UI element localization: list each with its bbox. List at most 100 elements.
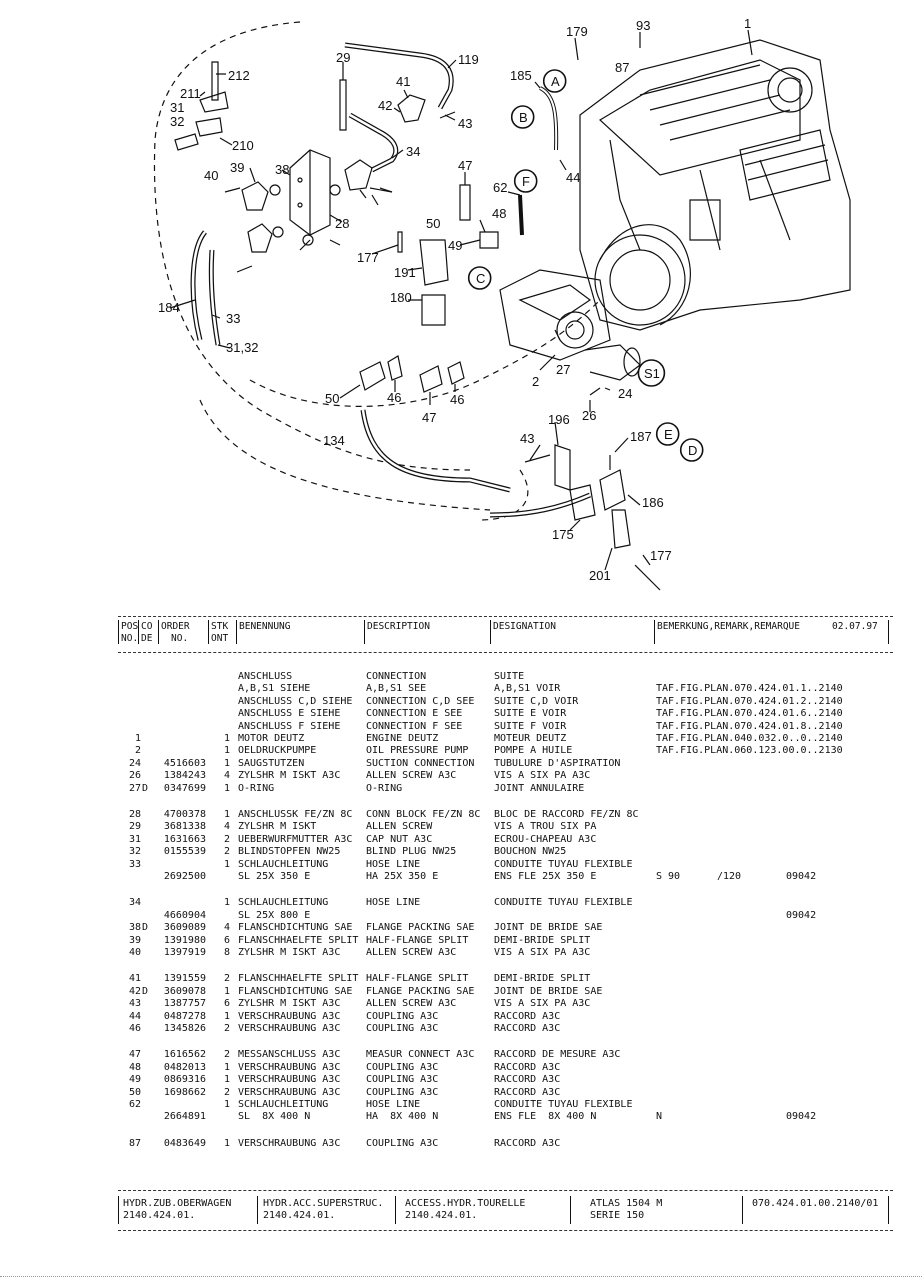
callout-circle	[510, 105, 535, 129]
cell-fr: A,B,S1 VOIR	[494, 683, 561, 695]
cell-qty: 2	[224, 1086, 231, 1098]
cell-order: 0155539	[163, 846, 206, 858]
cell-de: MESSANSCHLUSS A3C	[238, 1049, 341, 1061]
cell-fr: JOINT DE BRIDE SAE	[494, 922, 603, 934]
cell-fr: DEMI-BRIDE SPLIT	[494, 934, 591, 946]
cell-pos: 87	[128, 1137, 141, 1149]
col-header-benennung: BENENNUNG	[239, 621, 291, 632]
cell-en: CONN BLOCK FE/ZN 8C	[366, 809, 481, 820]
part-callout-label: 47	[458, 158, 472, 173]
cell-en: ALLEN SCREW A3C	[366, 770, 457, 782]
cell-order: 3609078	[163, 985, 206, 997]
cell-pos: 1	[134, 733, 141, 744]
cell-en: SUCTION CONNECTION	[366, 757, 475, 769]
cell-en: HA 8X 400 N	[366, 1111, 439, 1123]
cell-fr: CONDUITE TUYAU FLEXIBLE	[494, 897, 633, 909]
part-callout-label: 184	[158, 300, 180, 315]
callout-circle	[637, 359, 666, 387]
connection-callout-label: C	[476, 271, 485, 286]
cell-order: 1391980	[163, 934, 206, 946]
cell-qty: 1	[224, 1099, 231, 1110]
cell-pos: 42	[128, 985, 141, 997]
cell-order: 3681338	[163, 821, 206, 833]
flange-39c	[247, 223, 273, 253]
cell-rem2: /120	[717, 871, 742, 882]
cell-pos: 41	[128, 973, 141, 985]
header-top-rule	[118, 616, 893, 617]
cell-fr: RACCORD A3C	[494, 1074, 561, 1086]
part-callout-label: 1	[744, 16, 751, 31]
cell-en: ALLEN SCREW A3C	[366, 947, 457, 958]
cell-de: ANSCHLUSSK FE/ZN 8C	[238, 809, 353, 820]
cell-en: COUPLING A3C	[366, 1010, 439, 1022]
cell-rem: TAF.FIG.PLAN.070.424.01.6..2140	[656, 708, 843, 720]
cell-de: A,B,S1 SIEHE	[238, 683, 311, 695]
part-callout-label: 41	[396, 74, 410, 89]
part-callout-label: 29	[336, 50, 350, 65]
cell-en: CONNECTION	[366, 671, 427, 682]
cell-en: COUPLING A3C	[366, 1086, 439, 1098]
cell-pos: 32	[128, 846, 141, 858]
cell-order: 1397919	[163, 947, 206, 958]
cell-order: 4700378	[163, 809, 206, 820]
cell-order: 1631663	[163, 833, 206, 845]
dashed-boundary-loop	[153, 21, 529, 521]
connection-callout-label: A	[551, 74, 560, 89]
cell-en: COUPLING A3C	[366, 1074, 439, 1086]
cell-qty: 4	[224, 922, 231, 934]
cell-qty: 1	[224, 1010, 231, 1022]
cell-rem: S 90	[656, 871, 681, 882]
cell-de: FLANSCHHAELFTE SPLIT	[238, 973, 359, 985]
cell-pos: 29	[128, 821, 141, 833]
header-left-bar	[118, 620, 119, 644]
header-bottom-rule	[118, 652, 893, 653]
cell-de: O-RING	[238, 782, 275, 794]
cell-rem3: 09042	[786, 871, 817, 882]
part-callout-label: 43	[520, 431, 534, 446]
part-callout-label: 50	[325, 391, 339, 406]
cell-qty: 1	[224, 809, 231, 820]
cell-order: 3609089	[163, 922, 206, 934]
cell-fr: CONDUITE TUYAU FLEXIBLE	[494, 858, 633, 870]
cell-fr: BOUCHON NW25	[494, 846, 567, 858]
part-callout-label: 201	[589, 568, 611, 583]
part-callout-label: 44	[566, 170, 580, 185]
part-callout-label: 187	[630, 429, 652, 444]
connection-callout-label: E	[664, 427, 673, 442]
cell-fr: VIS A TROU SIX PA	[494, 821, 597, 833]
catalog-date: 02.07.97	[832, 621, 878, 632]
cell-de: ANSCHLUSS	[238, 671, 293, 682]
cell-fr: VIS A SIX PA A3C	[494, 998, 591, 1010]
part-callout-label: 48	[492, 206, 506, 221]
cell-de: VERSCHRAUBUNG A3C	[238, 1086, 341, 1098]
cell-pos: 62	[128, 1099, 141, 1110]
cell-pos: 50	[128, 1086, 141, 1098]
cell-fr: DEMI-BRIDE SPLIT	[494, 973, 591, 985]
cell-qty: 8	[224, 947, 231, 958]
cell-fr: VIS A SIX PA A3C	[494, 947, 591, 958]
cell-de: SAUGSTUTZEN	[238, 757, 305, 769]
cell-co: D	[142, 922, 149, 934]
cell-en: O-RING	[366, 782, 403, 794]
cell-de: ZYLSHR M ISKT A3C	[238, 770, 341, 782]
part-callout-label: 42	[378, 98, 392, 113]
cell-qty: 2	[224, 833, 231, 845]
part-callout-label: 196	[548, 412, 570, 427]
callout-circle	[542, 69, 567, 93]
cell-qty: 1	[224, 1061, 231, 1073]
cell-de: MOTOR DEUTZ	[238, 733, 305, 744]
part-callout-label: 43	[458, 116, 472, 131]
cell-qty: 1	[224, 1074, 231, 1086]
cell-pos: 49	[128, 1074, 141, 1086]
part-callout-label: 2	[532, 374, 539, 389]
cell-fr: ENS FLE 8X 400 N	[494, 1111, 597, 1123]
connection-callout-label: B	[519, 110, 528, 125]
cell-de: ZYLSHR M ISKT A3C	[238, 998, 341, 1010]
cell-en: OIL PRESSURE PUMP	[366, 745, 469, 757]
cell-pos: 26	[128, 770, 141, 782]
cell-de: VERSCHRAUBUNG A3C	[238, 1023, 341, 1034]
connection-callout-label: S1	[644, 366, 660, 381]
cell-qty: 1	[224, 858, 231, 870]
cell-fr: SUITE C,D VOIR	[494, 695, 579, 707]
